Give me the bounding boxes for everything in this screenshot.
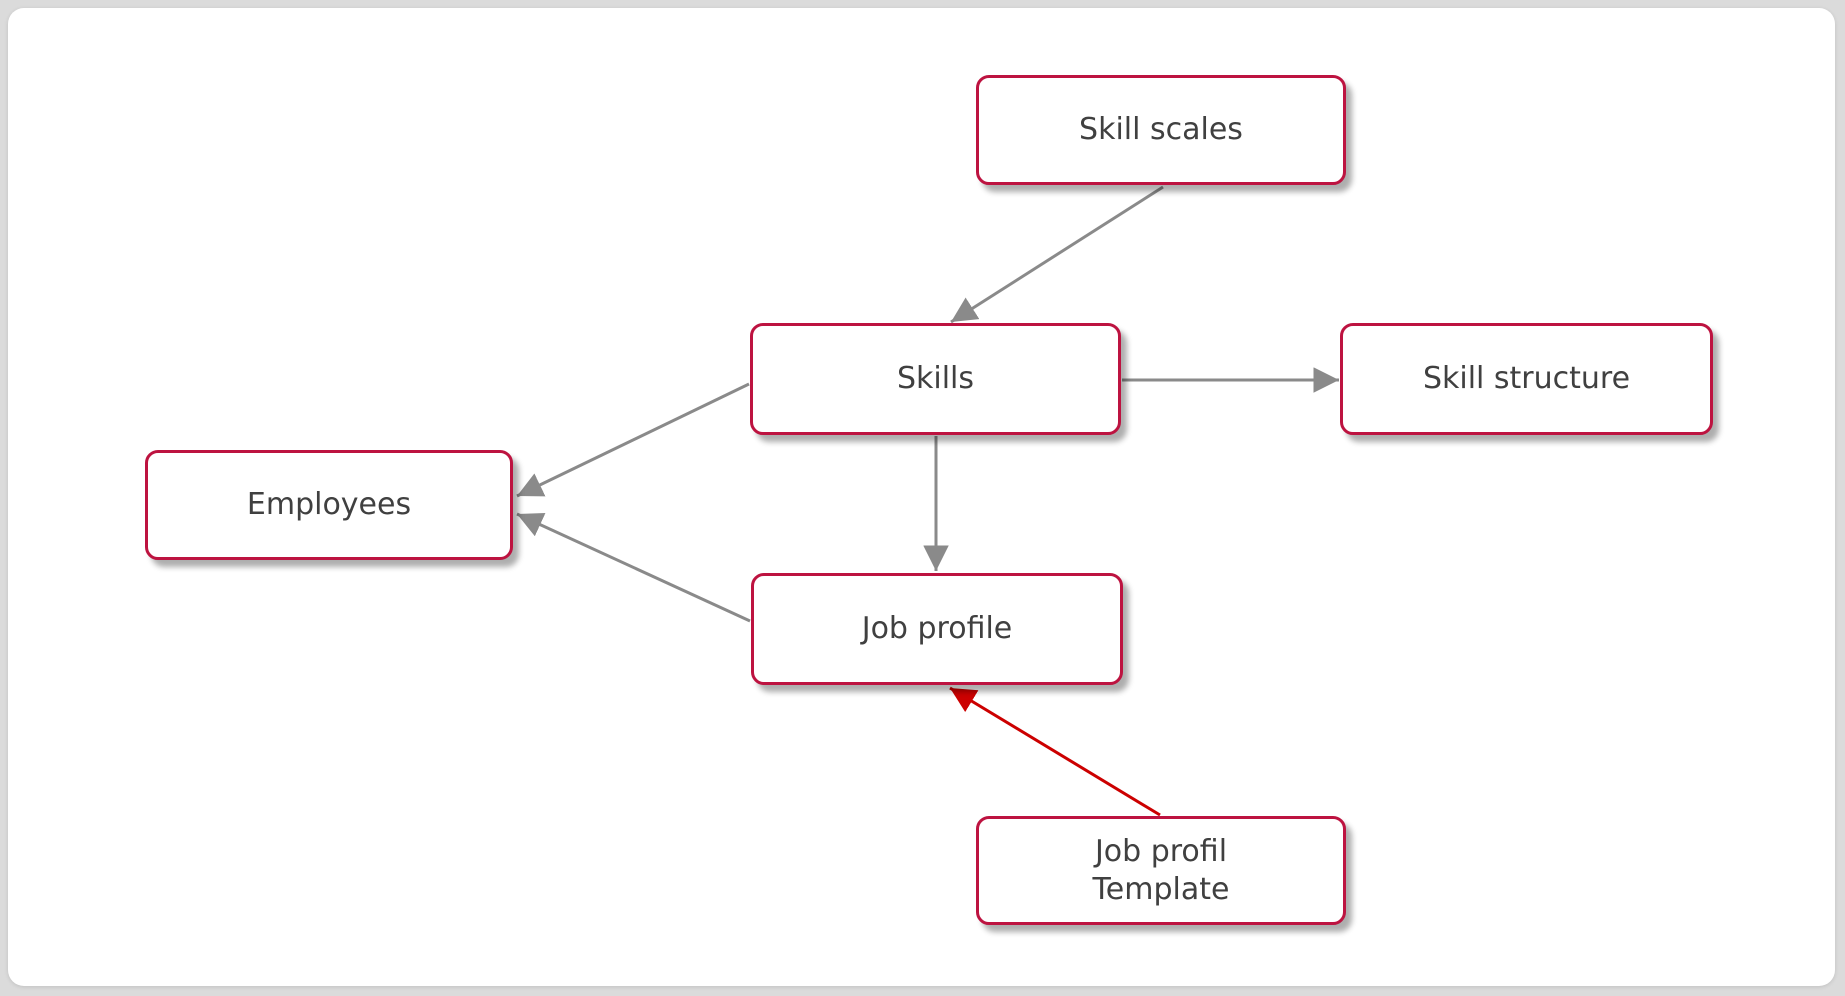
node-job-profile[interactable]: Job profile bbox=[751, 573, 1123, 685]
node-skill-structure[interactable]: Skill structure bbox=[1340, 323, 1713, 435]
node-skills[interactable]: Skills bbox=[750, 323, 1121, 435]
node-job-profil-template[interactable]: Job profil Template bbox=[976, 816, 1346, 925]
node-employees-label: Employees bbox=[246, 487, 412, 523]
edge-skills-to-employees bbox=[516, 382, 750, 498]
node-skill-structure-label: Skill structure bbox=[1422, 361, 1631, 397]
node-skill-scales[interactable]: Skill scales bbox=[976, 75, 1346, 185]
edge-skill-scales-to-skills bbox=[950, 185, 1164, 324]
edge-job-profile-to-employees bbox=[516, 512, 751, 623]
node-skill-scales-label: Skill scales bbox=[1079, 112, 1243, 148]
node-job-profile-label: Job profile bbox=[861, 611, 1013, 647]
node-job-profil-template-label: Job profil Template bbox=[1092, 834, 1230, 907]
diagram-canvas: Skill scales Skills Skill structure Empl… bbox=[8, 8, 1835, 986]
node-skills-label: Skills bbox=[896, 361, 975, 397]
edge-job-profil-template-to-job-profile bbox=[949, 686, 1161, 817]
node-employees[interactable]: Employees bbox=[145, 450, 513, 560]
